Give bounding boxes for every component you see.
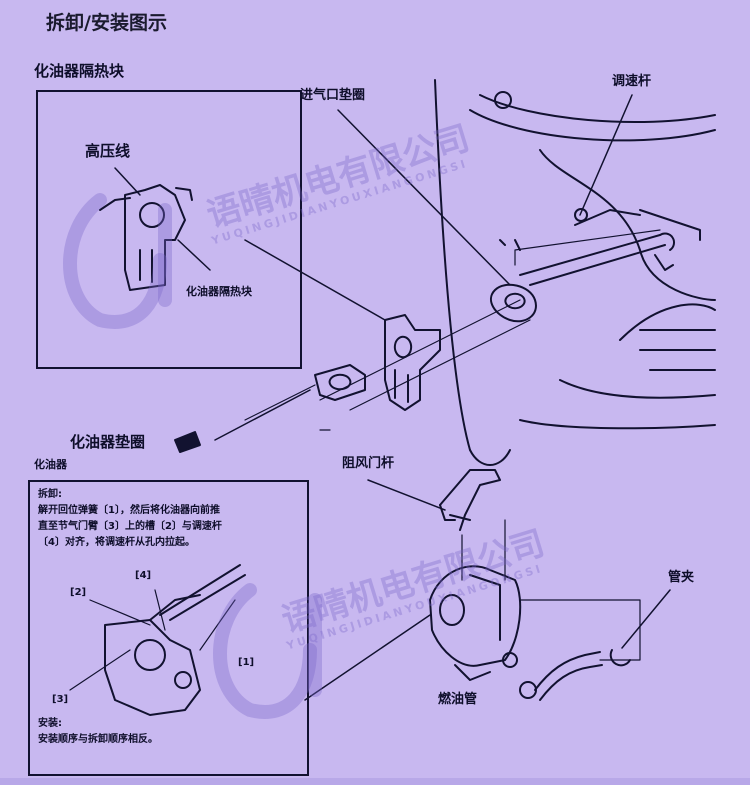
callout-4: [4]: [135, 570, 152, 581]
callout-1: [1]: [238, 657, 255, 668]
carburetor-label: 化油器: [34, 458, 67, 471]
removal-line-2: 直至节气门臂〔3〕上的槽〔2〕与调速杆: [38, 521, 222, 532]
callout-3: [3]: [52, 694, 69, 705]
install-title: 安装:: [38, 718, 62, 729]
fuel-tube-label: 燃油管: [438, 692, 478, 707]
choke-rod-label: 阻风门杆: [342, 456, 395, 471]
heat-block-heading: 化油器隔热块: [34, 62, 125, 80]
heat-block-inset: [36, 90, 302, 369]
bottom-bar: [0, 778, 750, 785]
hv-wire-label: 高压线: [85, 142, 131, 160]
intake-gasket-label: 进气口垫圈: [300, 88, 366, 103]
removal-line-1: 解开回位弹簧〔1〕，然后将化油器向前推: [38, 505, 220, 516]
carb-gasket-label: 化油器垫圈: [70, 433, 146, 451]
clamp-label: 管夹: [668, 570, 695, 585]
heat-block-small-label: 化油器隔热块: [186, 285, 252, 298]
removal-title: 拆卸:: [38, 489, 62, 500]
governor-rod-label: 调速杆: [612, 74, 652, 89]
removal-inset: [28, 480, 309, 776]
install-text: 安装顺序与拆卸顺序相反。: [38, 734, 158, 745]
removal-line-3: 〔4〕对齐，将调速杆从孔内拉起。: [38, 537, 195, 548]
page-title: 拆卸/安装图示: [46, 12, 167, 34]
callout-2: [2]: [70, 587, 87, 598]
